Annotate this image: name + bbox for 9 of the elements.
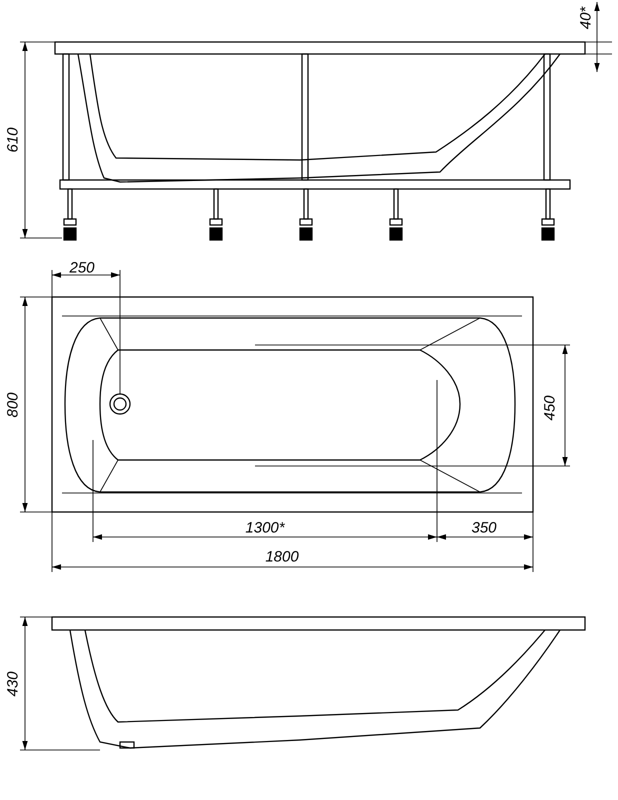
dimension-label: 1800 <box>265 550 299 564</box>
dimension-label: 40* <box>578 6 594 30</box>
dimension-label: 430 <box>6 671 20 697</box>
dimension-label: 1300* <box>245 520 285 536</box>
dimension-label: 610 <box>6 127 20 153</box>
dimension-label: 350 <box>471 520 497 536</box>
dimension-label: 450 <box>542 395 558 421</box>
dimension-label: 800 <box>6 392 20 418</box>
dimension-label: 250 <box>69 260 95 276</box>
